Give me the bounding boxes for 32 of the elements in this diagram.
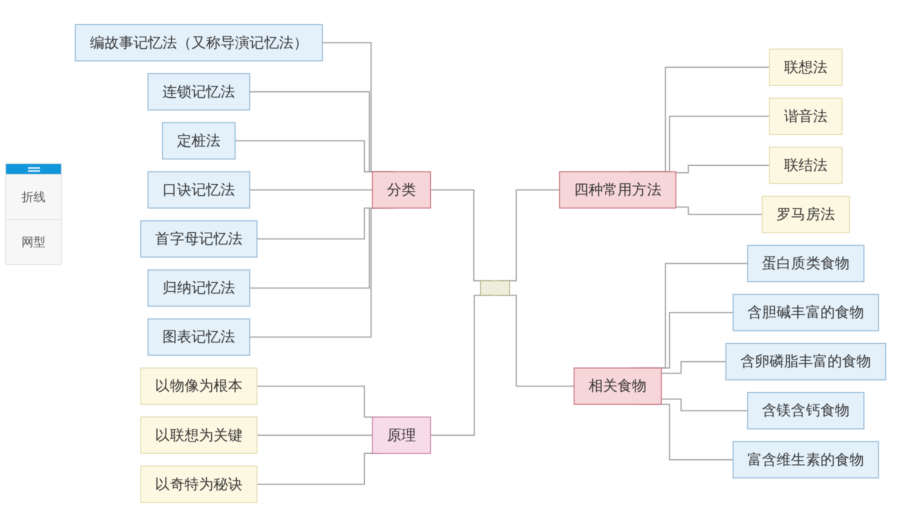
node-box: 罗马房法 (762, 196, 850, 234)
node-box: 谐音法 (768, 98, 843, 135)
node-box: 联结法 (768, 146, 843, 184)
node-box: 连锁记忆法 (148, 73, 250, 110)
node-box: 蛋白质类食物 (747, 244, 864, 282)
node-box: 含镁含钙食物 (747, 392, 864, 430)
node-box: 富含维生素的食物 (732, 441, 879, 478)
node-box: 原理 (372, 416, 431, 454)
node-box: 图表记忆法 (148, 318, 250, 356)
node-box: 定桩法 (162, 122, 236, 160)
node-box: 以物像为根本 (140, 368, 258, 405)
node-box: 联想法 (768, 48, 843, 86)
node-box: 编故事记忆法（又称导演记忆法） (74, 24, 323, 62)
node-box: 以联想为关键 (140, 416, 258, 454)
node-box: 以奇特为秘诀 (140, 466, 258, 503)
node-box: 分类 (372, 171, 431, 209)
node-box: 含胆碱丰富的食物 (732, 294, 879, 332)
node-box: 归纳记忆法 (148, 269, 250, 307)
connector (676, 164, 770, 174)
node-box: 相关食物 (574, 368, 662, 405)
connector (250, 189, 372, 190)
connector (661, 361, 726, 374)
connector (661, 398, 748, 412)
node-box (480, 280, 510, 296)
panel-option-label: 折线 (22, 188, 46, 206)
connector (676, 206, 762, 216)
connector (256, 434, 372, 436)
node-box: 首字母记忆法 (140, 220, 258, 258)
node-box: 含卵磷脂丰富的食物 (725, 343, 886, 380)
panel-option-label: 网型 (22, 234, 46, 250)
node-box: 口诀记忆法 (148, 171, 250, 209)
node-box: 四种常用方法 (559, 171, 676, 209)
